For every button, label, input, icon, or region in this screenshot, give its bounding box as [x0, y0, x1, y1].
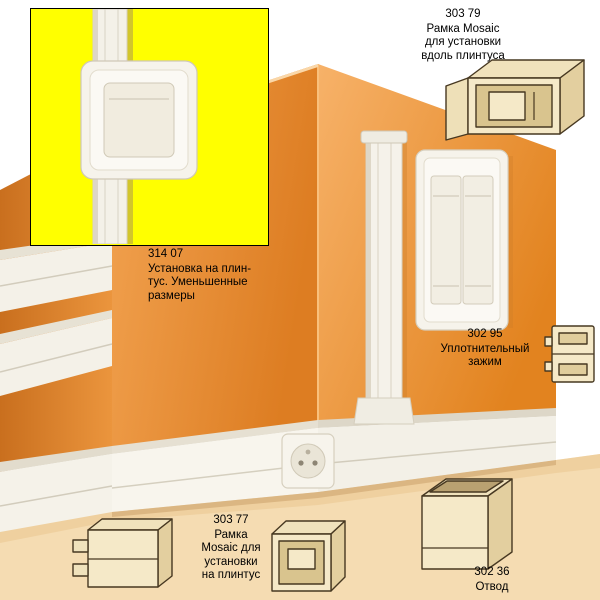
caption-line: установки — [204, 555, 258, 568]
callout-frame-on-plinth: 303 77 Рамка Mosaic для установки на пли… — [194, 514, 268, 583]
detail-inset-box — [30, 8, 269, 246]
caption-line: для установки — [424, 36, 502, 48]
frame-along-plinth-illustration — [445, 59, 585, 141]
caption-line: на плинтус — [201, 569, 261, 581]
bend-illustration — [421, 478, 513, 570]
product-code: 302 95 — [467, 328, 503, 340]
end-cap-illustration — [72, 518, 173, 588]
socket-outlet — [281, 433, 335, 489]
frame-on-plinth-illustration — [271, 520, 346, 592]
caption-line: Отвод — [475, 580, 509, 593]
caption-line: вдоль плинтуса — [421, 49, 505, 62]
caption-line: Уплотнительный — [440, 342, 530, 355]
inset-caption: 314 07 Установка на плин- тус. Уменьшенн… — [148, 248, 280, 303]
callout-frame-along-plinth: 303 79 Рамка Mosaic для установки вдоль … — [396, 8, 530, 63]
skirting-trunking — [0, 408, 557, 532]
caption-line: размеры — [148, 289, 195, 302]
product-code: 303 79 — [445, 8, 481, 20]
product-code: 302 36 — [474, 566, 510, 578]
caption-line: тус. Уменьшенные — [148, 276, 248, 288]
left-wall-trunking — [0, 234, 113, 396]
seal-clip-illustration — [544, 325, 595, 383]
product-code: 303 77 — [213, 514, 249, 526]
caption-line: Рамка — [214, 528, 248, 541]
inset-illustration — [80, 8, 198, 245]
switch-rocker-right — [462, 175, 494, 305]
caption-line: зажим — [468, 356, 502, 368]
product-code: 314 07 — [148, 248, 184, 260]
callout-seal-clip: 302 95 Уплотнительный зажим — [424, 328, 546, 370]
caption-line: Mosaic для — [201, 542, 261, 554]
callout-bend: 302 36 Отвод — [444, 566, 540, 594]
double-switch — [415, 149, 513, 331]
inset-switch — [80, 60, 198, 180]
vertical-trunking — [353, 130, 415, 425]
caption-line: Установка на плин- — [148, 262, 252, 275]
caption-line: Рамка Mosaic — [426, 22, 500, 35]
switch-rocker-left — [430, 175, 462, 305]
